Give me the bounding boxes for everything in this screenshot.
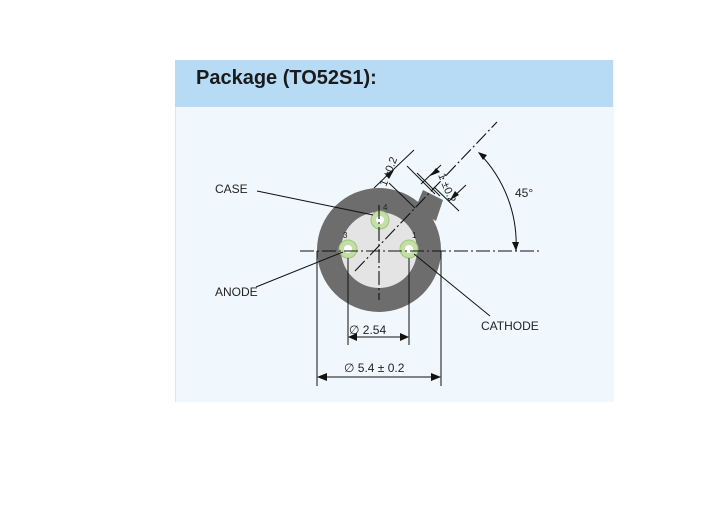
case-label: CASE — [215, 182, 248, 196]
pin-3-number: 3 — [343, 231, 348, 240]
leader-lines — [255, 190, 491, 317]
centerlines — [300, 121, 540, 300]
pin-4 — [370, 210, 390, 230]
pin-4-number: 4 — [383, 203, 388, 212]
cathode-label: CATHODE — [481, 319, 539, 333]
angle-dimension: 45° — [515, 186, 533, 200]
pin-1-number: 1 — [412, 231, 417, 240]
outer-diameter-dimension: ∅ 5.4 ± 0.2 — [344, 361, 405, 375]
anode-label: ANODE — [215, 285, 258, 299]
orientation-tab — [415, 190, 443, 221]
pin-circle-dimension: ∅ 2.54 — [349, 323, 386, 337]
pin-3 — [338, 239, 358, 259]
header-band — [175, 60, 613, 107]
dimension-lines — [317, 149, 519, 381]
extension-lines — [316, 165, 460, 386]
page-title: Package (TO52S1): — [196, 67, 377, 89]
tab-width-dimension: 1 ±0.2 — [378, 155, 401, 188]
